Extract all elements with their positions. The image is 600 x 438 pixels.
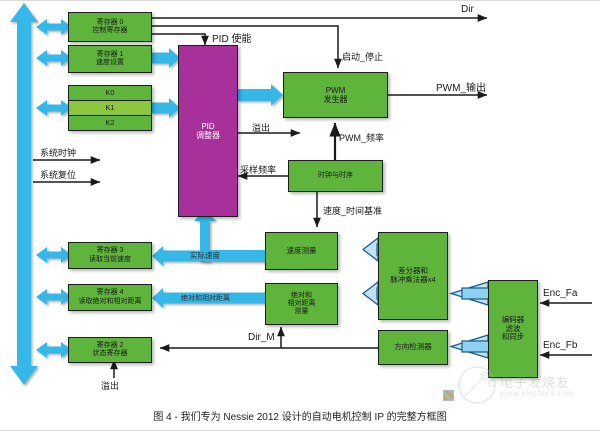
block-k1[interactable]: K1 — [68, 100, 152, 116]
block-pid-regulator[interactable]: PID 调整器 — [178, 45, 238, 217]
bottom-divider — [0, 430, 600, 431]
watermark-url-text: www.elecfans.com — [500, 389, 575, 398]
signal-label-overflow-top: 溢出 — [252, 123, 271, 133]
pid-bottom-input-arrow — [194, 209, 216, 262]
block-k2[interactable]: K2 — [68, 115, 152, 131]
block-distance-measurement[interactable]: 绝对和 相对距离 测量 — [265, 283, 338, 325]
top-divider — [0, 0, 600, 1]
signal-label-system-clock: 系统时钟 — [40, 148, 77, 158]
figure-caption: 图 4 - 我们专为 Nessie 2012 设计的自动电机控制 IP 的完整方… — [153, 412, 447, 423]
signal-label-sample-frequency: 采样频率 — [240, 165, 277, 175]
block-register-4[interactable]: 寄存器 4 读取绝对和相对距离 — [68, 284, 152, 311]
signal-label-pwm-frequency: PWM_频率 — [339, 133, 385, 143]
block-speed-measurement[interactable]: 速度测量 — [265, 232, 338, 270]
block-k0[interactable]: K0 — [68, 85, 152, 101]
signal-label-pwm-output: PWM_输出 — [436, 83, 486, 94]
block-differentiator-multiplier[interactable]: 差分器和 脉冲乘法器x4 — [378, 232, 448, 320]
pid-to-pwm-arrow — [238, 84, 283, 106]
signal-label-start-stop: 启动_停止 — [342, 52, 384, 62]
watermark-brand-text: 电子发烧友 — [500, 375, 571, 390]
signal-label-speed-timebase: 速度_时间基准 — [323, 206, 383, 216]
system-bus-arrow — [10, 3, 38, 385]
block-direction-detector[interactable]: 方向检测器 — [378, 330, 448, 365]
signal-label-dir-m: Dir_M — [248, 332, 275, 343]
signal-label-pid-enable: PID 使能 — [212, 34, 252, 45]
block-register-2[interactable]: 寄存器 2 状态寄存器 — [68, 337, 152, 363]
block-encoder-filter-sync[interactable]: 编码器 滤波 和同步 — [488, 280, 538, 378]
signal-label-dir: Dir — [461, 4, 474, 15]
watermark-logo-icon — [458, 366, 497, 404]
signal-label-abs-rel-distance: 绝对和相对距离 — [181, 295, 230, 302]
block-register-0[interactable]: 寄存器 0 控制寄存器 — [68, 12, 152, 42]
register-to-pid-arrows — [152, 48, 180, 118]
signal-label-actual-speed: 实际速度 — [190, 251, 220, 260]
signal-label-enc-fa: Enc_Fa — [543, 288, 578, 299]
block-register-3[interactable]: 寄存器 3 读取当前速度 — [68, 242, 152, 269]
actual-speed-bus — [152, 246, 265, 266]
signal-label-system-reset: 系统复位 — [40, 170, 77, 180]
signal-lines — [33, 14, 592, 378]
signal-label-overflow-bottom: 溢出 — [101, 381, 120, 391]
signal-label-enc-fb: Enc_Fb — [543, 340, 578, 351]
block-pwm-generator[interactable]: PWM 发生器 — [283, 72, 388, 118]
bus-register-connectors — [36, 19, 72, 358]
block-register-1[interactable]: 寄存器 1 速度设置 — [68, 45, 152, 73]
block-clock-timing[interactable]: 时钟与时序 — [288, 160, 383, 192]
watermark-badge-icon — [443, 390, 454, 401]
abs-rel-distance-bus — [152, 288, 265, 308]
